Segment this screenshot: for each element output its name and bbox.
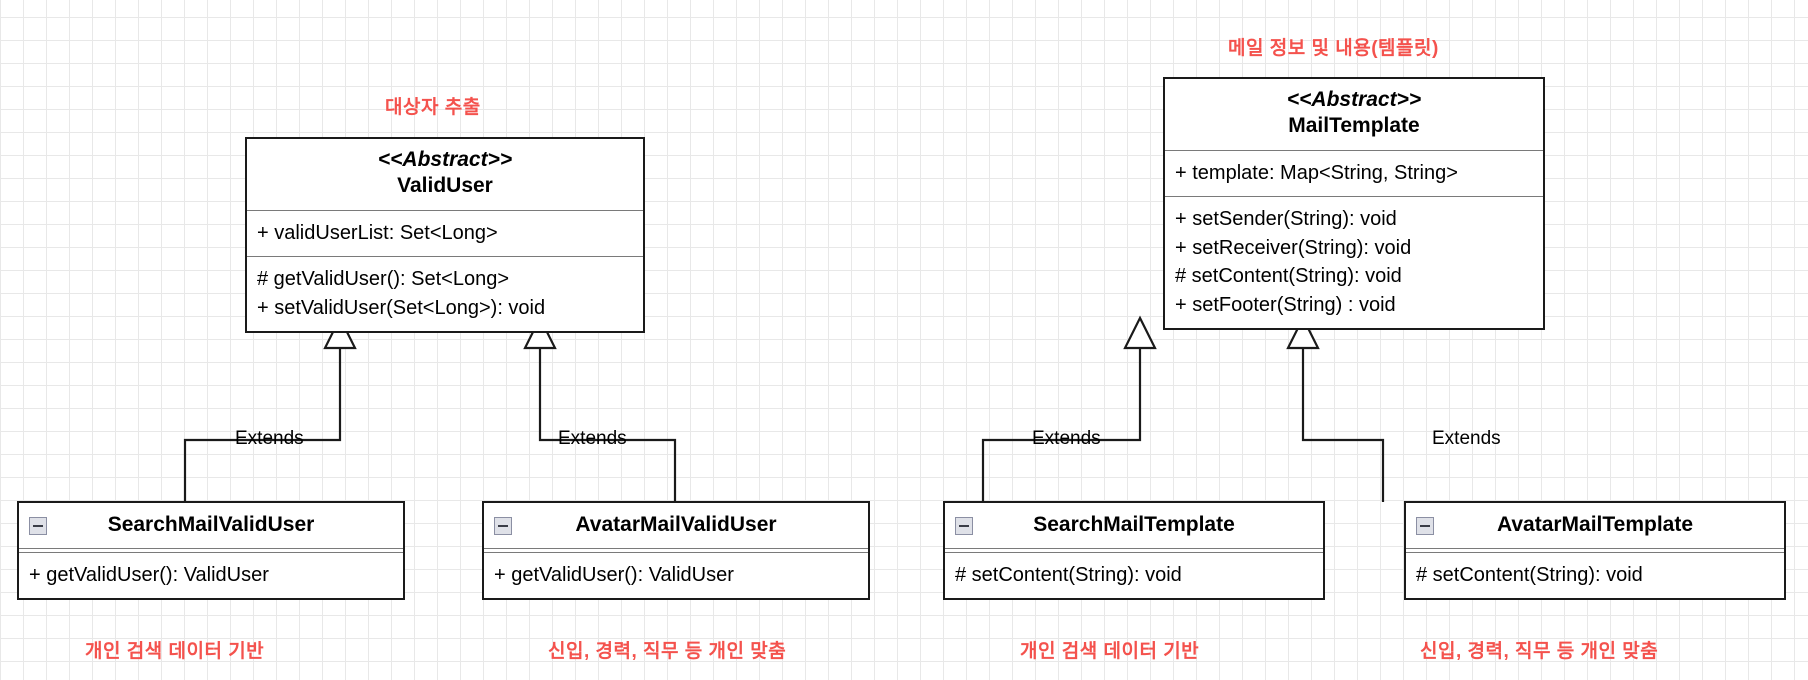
class-title: ValidUser <box>397 173 493 197</box>
compartment-divider <box>484 548 868 553</box>
class-title: SearchMailValidUser <box>107 513 315 536</box>
class-methods-avatar-mail-template: # setContent(String): void <box>1406 553 1784 598</box>
edge-label-extends-1: Extends <box>235 428 304 449</box>
class-box-valid-user[interactable]: <<Abstract>> ValidUser + validUserList: … <box>245 137 645 334</box>
class-header-valid-user: <<Abstract>> ValidUser <box>247 139 643 210</box>
method-line: # getValidUser(): Set<Long> <box>257 268 510 291</box>
method-line: + getValidUser(): ValidUser <box>494 564 734 586</box>
class-box-search-mail-template[interactable]: SearchMailTemplate # setContent(String):… <box>943 501 1325 601</box>
extends-connector-avatar-mail-template <box>1286 315 1385 502</box>
method-line: # setContent(String): void <box>955 564 1182 586</box>
class-title: AvatarMailTemplate <box>1496 513 1694 536</box>
class-title: SearchMailTemplate <box>1033 513 1235 536</box>
annotation-search-mail-valid-user-bottom: 개인 검색 데이터 기반 <box>85 641 265 662</box>
method-line: # setContent(String): void <box>1175 265 1402 288</box>
class-header-search-mail-template: SearchMailTemplate <box>945 503 1323 548</box>
class-methods-avatar-mail-valid-user: + getValidUser(): ValidUser <box>484 553 868 598</box>
class-attributes-valid-user: + validUserList: Set<Long> <box>247 210 643 256</box>
class-methods-search-mail-template: # setContent(String): void <box>945 553 1323 598</box>
method-line: # setContent(String): void <box>1416 564 1643 586</box>
annotation-avatar-mail-template-bottom: 신입, 경력, 직무 등 개인 맞춤 <box>1420 641 1659 662</box>
extends-connector-search-mail-template <box>981 315 1157 502</box>
class-header-search-mail-valid-user: SearchMailValidUser <box>19 503 403 548</box>
compartment-divider <box>19 548 403 553</box>
annotation-avatar-mail-valid-user-bottom: 신입, 경력, 직무 등 개인 맞춤 <box>548 641 787 662</box>
class-attributes-mail-template: + template: Map<String, String> <box>1165 150 1543 196</box>
edge-label-extends-2: Extends <box>558 428 627 449</box>
edge-label-extends-3: Extends <box>1032 428 1101 449</box>
method-line: + setValidUser(Set<Long>): void <box>257 296 546 319</box>
class-header-mail-template: <<Abstract>> MailTemplate <box>1165 79 1543 150</box>
class-box-avatar-mail-template[interactable]: AvatarMailTemplate # setContent(String):… <box>1404 501 1786 601</box>
attribute-line: + validUserList: Set<Long> <box>257 222 498 245</box>
class-title: AvatarMailValidUser <box>575 513 777 536</box>
minus-icon[interactable] <box>494 516 512 535</box>
method-line: + setReceiver(String): void <box>1175 236 1412 259</box>
annotation-valid-user-top: 대상자 추출 <box>385 97 481 118</box>
extends-connector-search-mail-valid-user <box>183 315 357 502</box>
class-methods-mail-template: + setSender(String): void + setReceiver(… <box>1165 196 1543 328</box>
edge-label-extends-4: Extends <box>1432 428 1501 449</box>
compartment-divider <box>1406 548 1784 553</box>
minus-icon[interactable] <box>955 516 973 535</box>
class-title: MailTemplate <box>1288 113 1420 137</box>
annotation-mail-template-top: 메일 정보 및 내용(템플릿) <box>1228 38 1439 59</box>
class-box-search-mail-valid-user[interactable]: SearchMailValidUser + getValidUser(): Va… <box>17 501 405 601</box>
class-methods-search-mail-valid-user: + getValidUser(): ValidUser <box>19 553 403 598</box>
method-line: + getValidUser(): ValidUser <box>29 564 269 586</box>
attribute-line: + template: Map<String, String> <box>1175 162 1458 185</box>
class-box-mail-template[interactable]: <<Abstract>> MailTemplate + template: Ma… <box>1163 77 1545 330</box>
class-methods-valid-user: # getValidUser(): Set<Long> + setValidUs… <box>247 256 643 331</box>
minus-icon[interactable] <box>1416 516 1434 535</box>
method-line: + setFooter(String) : void <box>1175 293 1396 316</box>
extends-connector-avatar-mail-valid-user <box>523 315 677 502</box>
method-line: + setSender(String): void <box>1175 208 1397 231</box>
class-header-avatar-mail-template: AvatarMailTemplate <box>1406 503 1784 548</box>
compartment-divider <box>945 548 1323 553</box>
class-stereotype: <<Abstract>> <box>1286 88 1422 111</box>
class-stereotype: <<Abstract>> <box>377 148 513 171</box>
minus-icon[interactable] <box>29 516 47 535</box>
class-header-avatar-mail-valid-user: AvatarMailValidUser <box>484 503 868 548</box>
annotation-search-mail-template-bottom: 개인 검색 데이터 기반 <box>1020 641 1200 662</box>
class-box-avatar-mail-valid-user[interactable]: AvatarMailValidUser + getValidUser(): Va… <box>482 501 870 601</box>
